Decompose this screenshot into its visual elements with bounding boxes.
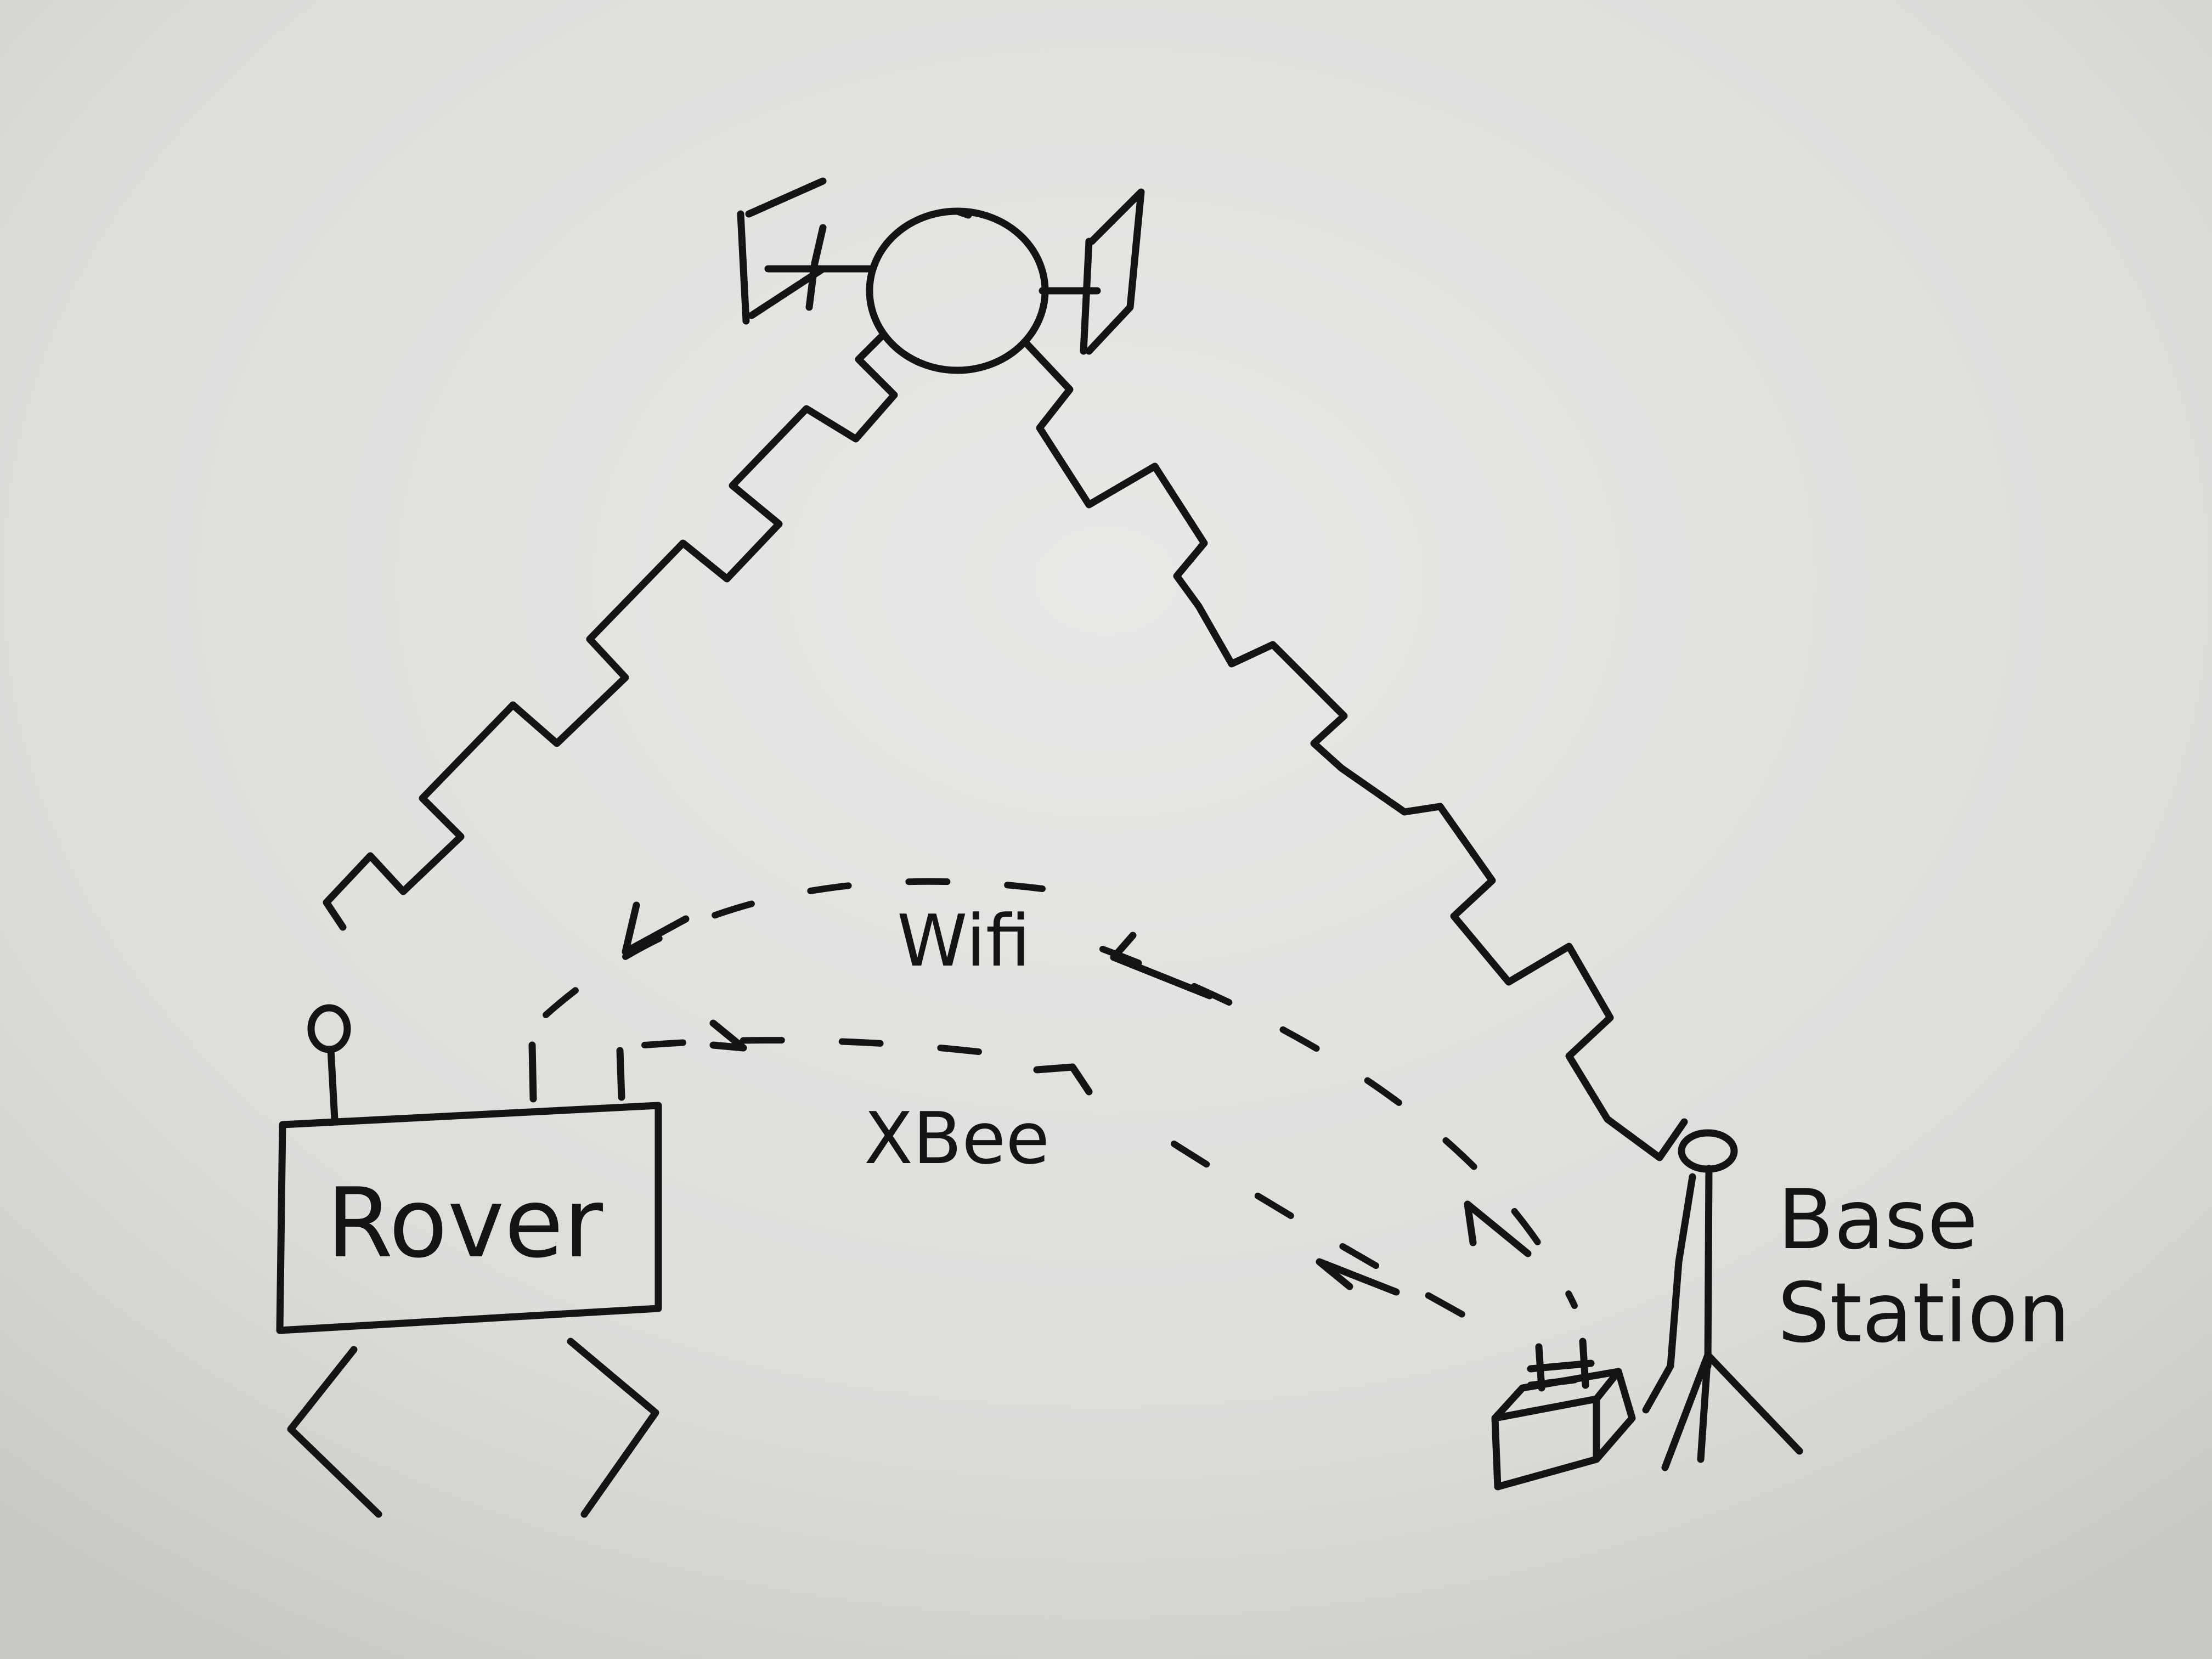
rover-right-leg: [567, 1338, 659, 1518]
rover-box: [276, 1102, 662, 1334]
base-station: Base Station: [1491, 1129, 2070, 1491]
satellite-to-rover-link: [323, 334, 898, 931]
satellite-to-base-link: [1022, 339, 1688, 1161]
xbee-arrow-base-icon: [1316, 1258, 1400, 1296]
base-tripod-icon: [1661, 1351, 1803, 1471]
xbee-link-upper: [641, 1037, 1018, 1059]
satellite-icon: [737, 177, 1145, 374]
satellite-right-panel: [1039, 188, 1145, 355]
xbee-link-lower: [1171, 1141, 1485, 1328]
base-station-label-line2: Station: [1778, 1266, 2070, 1361]
rover-label: Rover: [326, 1168, 603, 1279]
satellite-left-panel: [737, 177, 873, 325]
base-box-icon: [1491, 1368, 1636, 1491]
rover: Rover: [276, 1004, 662, 1518]
base-station-label-line1: Base: [1778, 1172, 1978, 1268]
xbee-arrow-mid-icon: [1033, 1063, 1093, 1096]
wifi-label: Wifi: [897, 899, 1031, 983]
wifi-arrow-right-icon: [1110, 932, 1214, 1000]
xbee-label: XBee: [864, 1097, 1049, 1180]
xbee-arrow-left-icon: [709, 1019, 747, 1052]
rover-xbee-antenna-icon: [616, 1047, 625, 1101]
rover-left-leg: [287, 1346, 382, 1518]
wifi-arrow-left-icon: [622, 901, 690, 956]
base-cable: [1642, 1173, 1696, 1414]
base-box-antennas: [1527, 1338, 1595, 1392]
wifi-arrow-base-icon: [1464, 1200, 1532, 1257]
rover-wifi-antenna-icon: [528, 1041, 537, 1103]
